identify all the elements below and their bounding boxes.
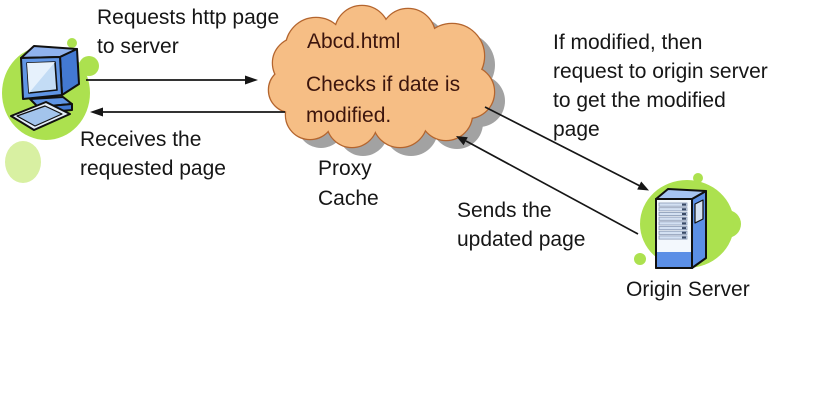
label-request-http: Requests http page to server (97, 6, 280, 58)
label-origin-server: Origin Server (626, 278, 750, 301)
cloud-note-text: Checks if date is modified. (306, 73, 461, 127)
server-tower (655, 188, 707, 269)
label-sends-updated: Sends the updated page (457, 199, 586, 251)
label-if-modified: If modified, then request to origin serv… (553, 31, 768, 141)
label-proxy-cache: Proxy Cache (318, 157, 379, 210)
server-green-blob (634, 173, 741, 268)
desktop-computer (10, 45, 80, 131)
server-drive-slots (658, 202, 688, 240)
label-receives-page: Receives the requested page (80, 128, 226, 180)
cloud-filename-text: Abcd.html (307, 30, 401, 53)
arrow-request-to-proxy (86, 75, 258, 85)
arrow-receive-from-proxy (90, 107, 285, 117)
